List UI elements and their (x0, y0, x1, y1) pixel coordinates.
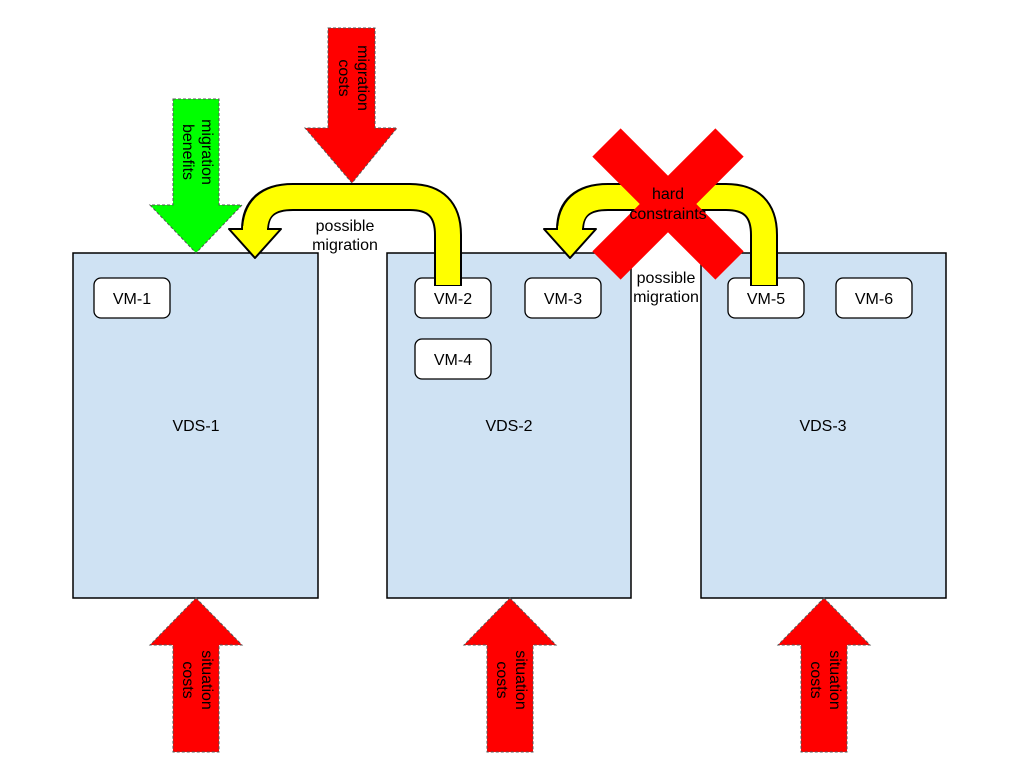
vm-4: VM-4 (414, 338, 492, 380)
arrow-label: migration (198, 119, 215, 185)
constraint-label: hard (652, 186, 684, 203)
vm-label: VM-5 (747, 291, 785, 308)
server-label: VDS-2 (485, 418, 532, 435)
vm-2: VM-2 (414, 277, 492, 319)
arrow-label: costs (179, 661, 196, 698)
vm-1: VM-1 (93, 277, 171, 319)
hard-constraints-cross: hard constraints (592, 128, 744, 280)
migration-costs-arrow: migration costs (303, 27, 399, 184)
vm-3: VM-3 (524, 277, 602, 319)
server-label: VDS-3 (799, 418, 846, 435)
possible-migration-arrow: possible migration (228, 183, 462, 286)
arrow-label: costs (493, 661, 510, 698)
arrow-label: situation (826, 650, 843, 710)
arrow-label: migration (312, 237, 378, 254)
vm-label: VM-4 (434, 352, 472, 369)
situation-costs-arrow-vds-3: situation costs (776, 597, 872, 753)
arrow-label: benefits (179, 124, 196, 180)
vm-label: VM-3 (544, 291, 582, 308)
vm-label: VM-1 (113, 291, 151, 308)
vm-6: VM-6 (835, 277, 913, 319)
arrow-label: possible (637, 270, 696, 287)
vm-label: VM-6 (855, 291, 893, 308)
arrow-label: migration (354, 45, 371, 111)
situation-costs-arrow-vds-1: situation costs (148, 597, 244, 753)
arrow-label: situation (512, 650, 529, 710)
blocked-migration-label: possible migration (633, 270, 699, 306)
vm-5: VM-5 (727, 277, 805, 319)
migration-benefits-arrow: migration benefits (148, 98, 244, 254)
blocked-migration-arrow (543, 183, 778, 286)
arrow-label: costs (807, 661, 824, 698)
constraint-label: constraints (629, 206, 706, 223)
server-label: VDS-1 (172, 418, 219, 435)
arrow-label: migration (633, 289, 699, 306)
arrow-label: possible (316, 218, 375, 235)
arrow-label: costs (335, 59, 352, 96)
arrow-label: situation (198, 650, 215, 710)
vm-label: VM-2 (434, 291, 472, 308)
situation-costs-arrow-vds-2: situation costs (462, 597, 558, 753)
